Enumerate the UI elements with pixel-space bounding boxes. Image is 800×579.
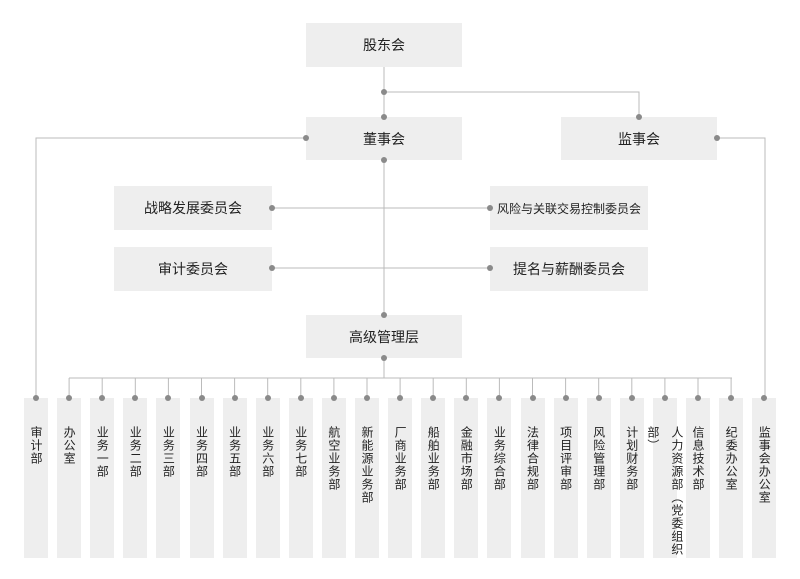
connector-dot (381, 89, 387, 95)
department-label: 航空业务部 (326, 426, 341, 491)
department-label: 业务四部 (194, 426, 209, 478)
strategy-committee-node: 战略发展委员会 (114, 186, 272, 230)
department-connector-dot (661, 395, 668, 401)
board-of-supervisors-node: 监事会 (561, 117, 717, 160)
department-label: 办公室 (62, 426, 77, 465)
connector-dot (487, 205, 493, 211)
department-box: 办公室 (57, 398, 82, 558)
department-connector-dot (132, 395, 139, 401)
department-label: 信息技术部 (691, 426, 705, 491)
department-connector-dot (430, 395, 437, 401)
senior-management-node: 高级管理层 (306, 315, 462, 358)
board-of-supervisors-label: 监事会 (618, 131, 660, 148)
senior-management-label: 高级管理层 (349, 329, 419, 346)
department-label: 审计部 (29, 426, 43, 465)
department-box: 审计部 (24, 398, 48, 558)
department-label: 监事会办公室 (757, 426, 772, 504)
department-box: 航空业务部 (321, 398, 346, 558)
department-label: 业务一部 (95, 426, 110, 478)
connector-dot (381, 114, 387, 120)
board-of-directors-label: 董事会 (363, 131, 405, 148)
department-box: 船舶业务部 (421, 398, 446, 558)
department-label: 业务五部 (227, 426, 242, 478)
department-box: 新能源业务部 (355, 398, 379, 558)
connector-dot (636, 114, 642, 120)
department-connector-dot (33, 395, 39, 401)
department-box: 信息技术部 (686, 398, 710, 558)
connector-dot (381, 157, 387, 163)
department-connector-dot (364, 395, 370, 401)
connector-dot (269, 265, 275, 271)
audit-committee-node: 审计委员会 (114, 247, 272, 291)
department-box: 业务六部 (255, 398, 280, 558)
department-box: 风险管理部 (586, 398, 611, 558)
department-label: 人力资源部（党委组织部） (645, 426, 684, 556)
department-box: 计划财务部 (619, 398, 644, 558)
audit-committee-label: 审计委员会 (158, 262, 228, 278)
department-label: 业务三部 (161, 426, 176, 478)
department-connector-dot (264, 395, 271, 401)
department-connector-dot (761, 395, 768, 401)
department-connector-dot (562, 395, 569, 401)
department-box: 厂商业务部 (388, 398, 413, 558)
department-label: 金融市场部 (459, 426, 474, 491)
department-box: 项目评审部 (553, 398, 578, 558)
connector-dot (381, 355, 387, 361)
connector-dot (487, 265, 493, 271)
department-connector-dot (529, 395, 536, 401)
department-label: 风险管理部 (591, 426, 606, 491)
department-connector-dot (496, 395, 503, 401)
department-label: 船舶业务部 (426, 426, 441, 491)
risk-committee-node: 风险与关联交易控制委员会 (490, 186, 648, 230)
department-label: 业务七部 (293, 426, 308, 478)
department-connector-dot (628, 395, 635, 401)
department-connector-dot (463, 395, 470, 401)
department-box: 业务综合部 (487, 398, 512, 558)
department-label: 计划财务部 (624, 426, 639, 491)
department-box: 业务四部 (189, 398, 214, 558)
department-connector-dot (198, 395, 205, 401)
department-connector-dot (695, 395, 701, 401)
department-connector-dot (297, 395, 304, 401)
department-label: 业务二部 (128, 426, 143, 478)
board-of-directors-node: 董事会 (306, 117, 462, 160)
connector-dot (714, 135, 720, 141)
connector-dot (303, 135, 309, 141)
department-connector-dot (99, 395, 106, 401)
department-label: 业务六部 (260, 426, 275, 478)
nomination-committee-node: 提名与薪酬委员会 (490, 247, 648, 291)
department-connector-dot (165, 395, 172, 401)
department-connector-dot (66, 395, 73, 401)
department-box: 金融市场部 (454, 398, 479, 558)
department-box: 业务二部 (123, 398, 148, 558)
department-connector-dot (330, 395, 337, 401)
department-box: 业务五部 (222, 398, 247, 558)
shareholders-meeting-label: 股东会 (363, 38, 405, 54)
department-label: 业务综合部 (492, 426, 507, 491)
risk-committee-label: 风险与关联交易控制委员会 (496, 201, 641, 216)
department-connector-dot (397, 395, 404, 401)
department-box: 监事会办公室 (752, 398, 777, 558)
department-label: 纪委办公室 (724, 426, 739, 491)
shareholders-meeting-node: 股东会 (306, 23, 462, 67)
department-connector-dot (231, 395, 238, 401)
department-connector-dot (595, 395, 602, 401)
department-label: 新能源业务部 (360, 426, 374, 504)
connector-dot (269, 205, 275, 211)
department-box: 法律合规部 (520, 398, 545, 558)
department-box: 纪委办公室 (719, 398, 744, 558)
department-label: 项目评审部 (558, 426, 573, 491)
department-box: 业务七部 (288, 398, 313, 558)
nomination-committee-label: 提名与薪酬委员会 (513, 262, 625, 278)
department-connector-dot (728, 395, 735, 401)
department-label: 法律合规部 (525, 426, 540, 491)
connector-dot (381, 312, 387, 318)
department-box: 业务三部 (156, 398, 181, 558)
department-box: 业务一部 (90, 398, 115, 558)
strategy-committee-label: 战略发展委员会 (144, 201, 242, 217)
department-box: 人力资源部（党委组织部） (646, 398, 684, 558)
department-label: 厂商业务部 (393, 426, 408, 491)
